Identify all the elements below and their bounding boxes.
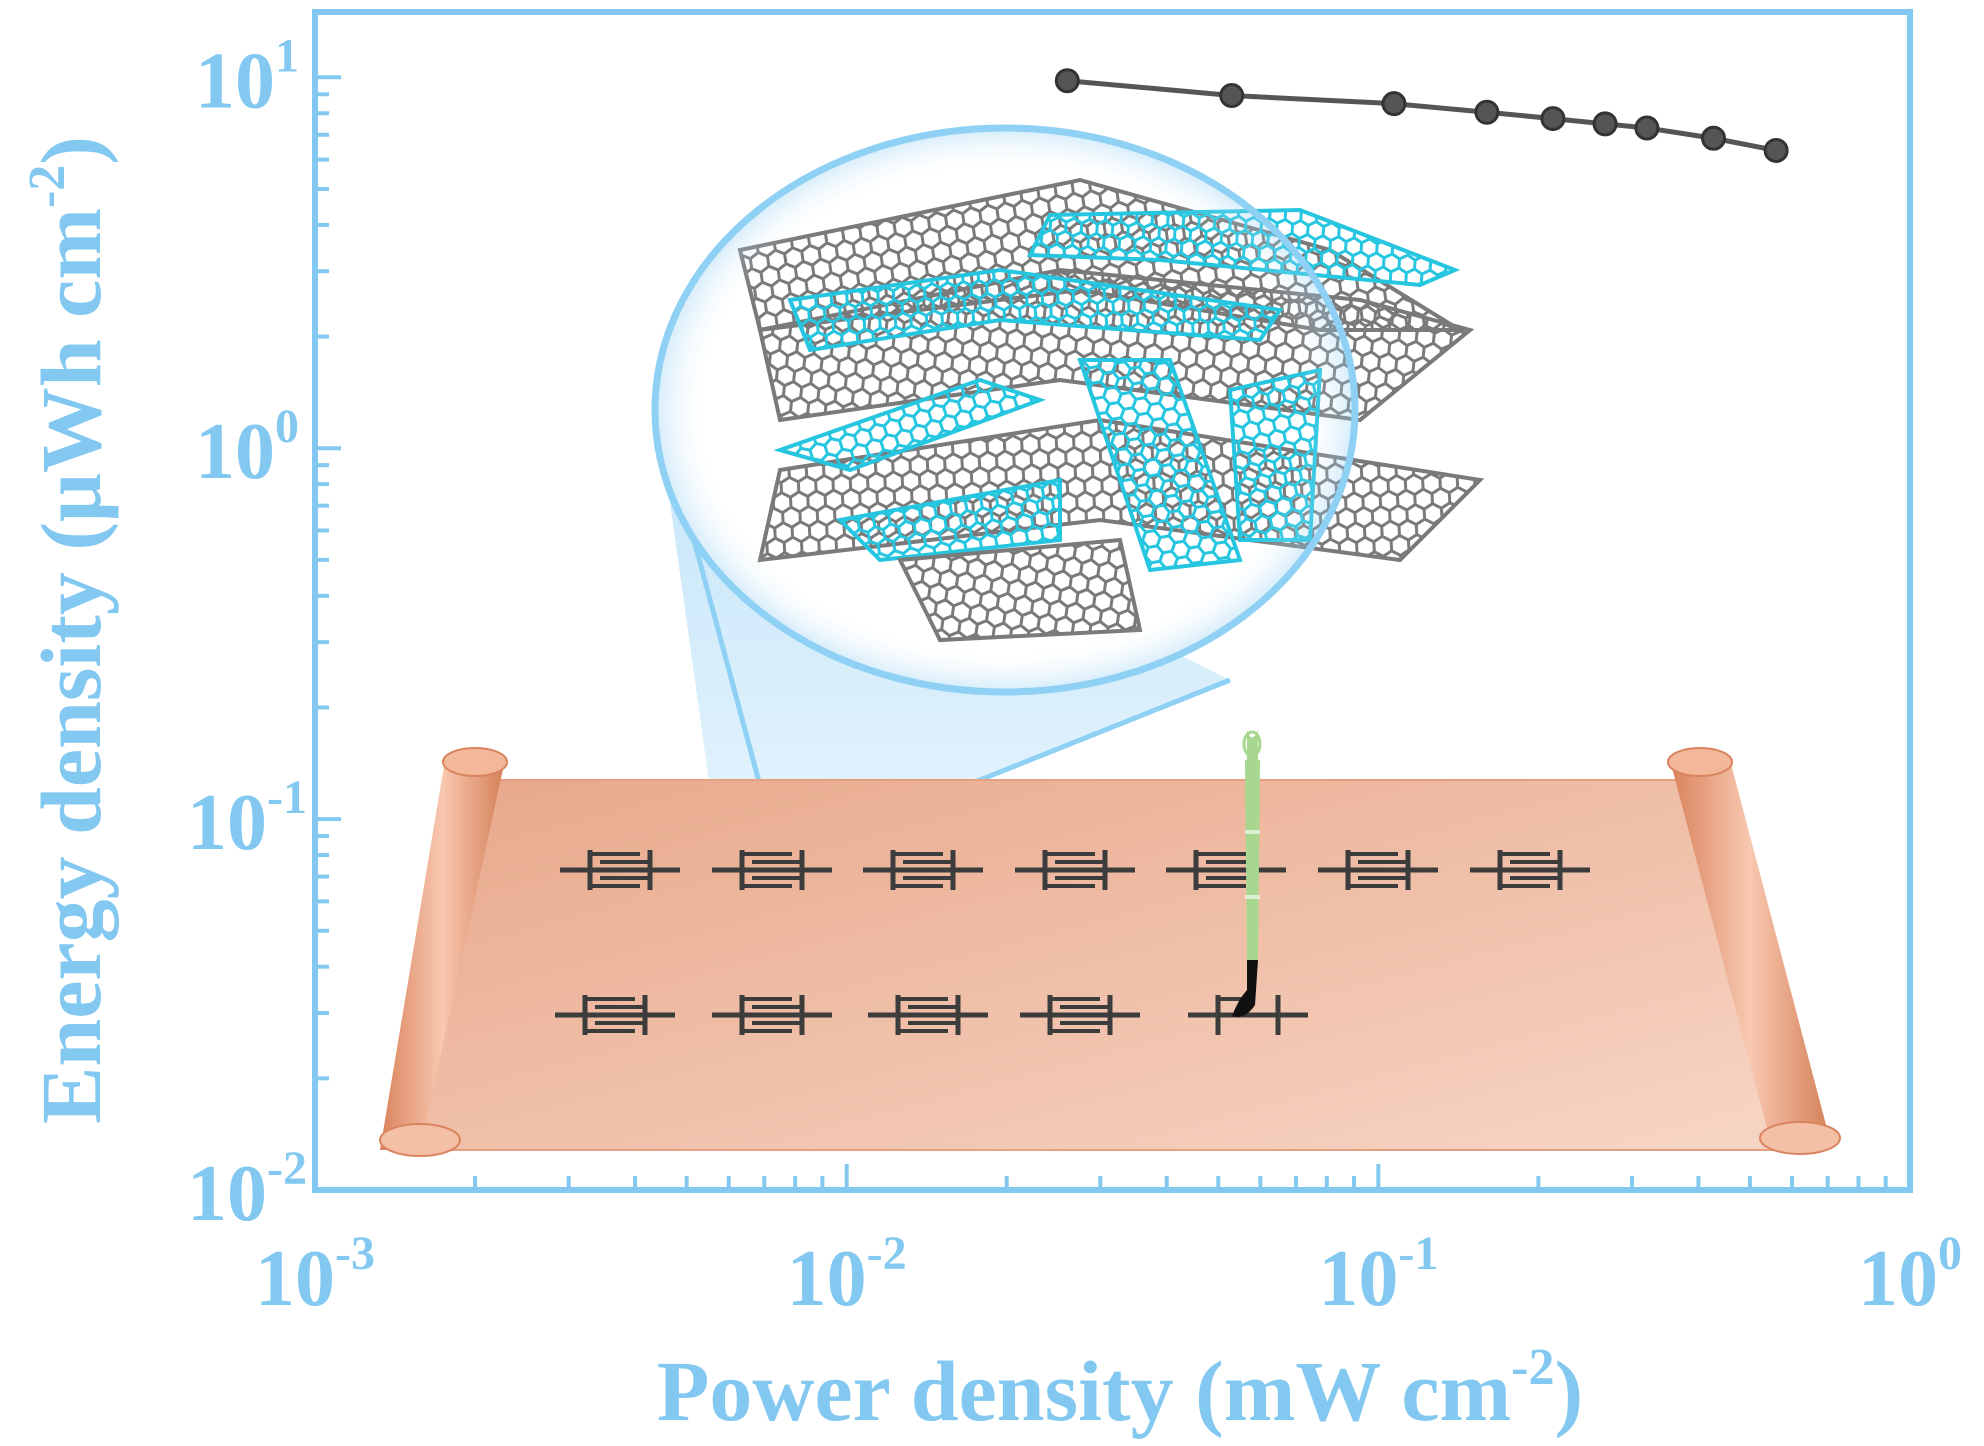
- data-point: [1054, 68, 1080, 94]
- micro-supercapacitor: [712, 850, 832, 890]
- data-point: [1701, 125, 1727, 151]
- data-point: [1219, 83, 1245, 109]
- substrate-roll-left: [379, 747, 508, 1157]
- y-tick-label: 101: [195, 29, 299, 125]
- x-tick-label: 10-1: [1318, 1227, 1438, 1323]
- y-tick-label: 10-2: [187, 1142, 307, 1238]
- micro-supercapacitor-partial: [1188, 995, 1308, 1035]
- micro-supercapacitor: [1470, 850, 1590, 890]
- micro-supercapacitor: [1020, 995, 1140, 1035]
- micro-supercapacitor-array: [555, 850, 1590, 1035]
- y-axis-label: Energy density (μWh cm-2): [19, 136, 119, 1124]
- micro-supercapacitor: [555, 995, 675, 1035]
- micro-supercapacitor: [712, 995, 832, 1035]
- micro-supercapacitor: [1015, 850, 1135, 890]
- illustration: [379, 124, 1841, 1157]
- writing-pen: [1232, 730, 1262, 1017]
- micro-supercapacitor: [560, 850, 680, 890]
- micro-supercapacitor: [868, 995, 988, 1035]
- x-tick-label: 10-2: [787, 1227, 907, 1323]
- data-point: [1763, 137, 1789, 163]
- plot-frame: [312, 9, 1913, 1193]
- substrate-roll-right: [1667, 747, 1841, 1155]
- y-tick-label: 100: [195, 400, 299, 496]
- data-series: [1054, 68, 1789, 163]
- micro-supercapacitor: [1318, 850, 1438, 890]
- data-point: [1381, 91, 1407, 117]
- x-tick-label: 10-3: [255, 1227, 375, 1323]
- micro-supercapacitor: [863, 850, 983, 890]
- flexible-substrate: [408, 779, 1802, 1151]
- data-point: [1474, 99, 1500, 125]
- data-point: [1634, 115, 1660, 141]
- y-tick-label: 10-1: [187, 771, 307, 867]
- x-tick-label: 100: [1858, 1227, 1962, 1323]
- x-axis-label: Power density (mW cm-2): [657, 1339, 1583, 1439]
- data-point: [1540, 106, 1566, 132]
- series-line: [1067, 78, 1777, 153]
- data-point: [1592, 111, 1618, 137]
